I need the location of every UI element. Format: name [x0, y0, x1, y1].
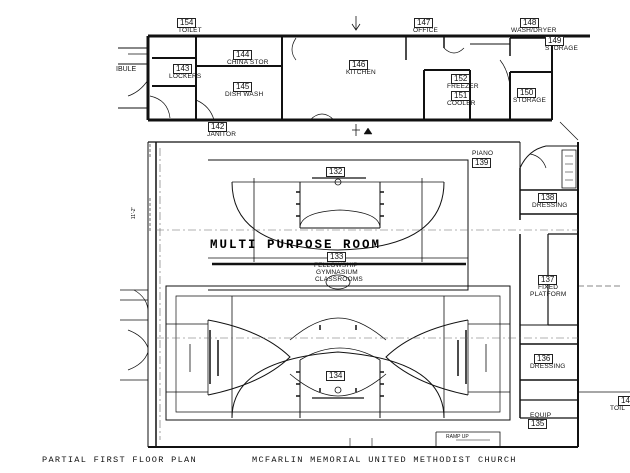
room-14-name: TOIL — [610, 405, 626, 412]
vestibule-label: IBULE — [116, 66, 137, 73]
room-142-name: JANITOR — [207, 131, 237, 138]
room-137-name-line1: FIXED — [538, 284, 559, 291]
room-154-name: TOILET — [178, 27, 202, 34]
room-146-number: 146 — [349, 60, 369, 70]
room-148-name: WASH/DRYER — [511, 27, 557, 34]
room-138-name: DRESSING — [532, 202, 568, 209]
dimension-mark: 11'-2" — [131, 206, 138, 220]
room-144-number: 144 — [233, 50, 253, 60]
room-145-number: 145 — [233, 82, 253, 92]
court-upper-outer — [208, 159, 469, 291]
multi-purpose-room-title: MULTI PURPOSE ROOM — [210, 238, 382, 252]
room-134-number: 134 — [326, 371, 346, 381]
wall-144-146 — [196, 36, 283, 120]
room-154-number: 154 — [177, 18, 197, 28]
room-137-name-line2: PLATFORM — [530, 291, 567, 298]
room-144-name: CHINA STOR — [227, 59, 269, 66]
wall-147 — [405, 36, 445, 60]
dressing-136-box — [520, 343, 578, 381]
room-151-number: 151 — [451, 91, 471, 101]
room-133-name-line1: FELLOWSHIP — [314, 262, 358, 269]
room-138-number: 138 — [538, 193, 558, 203]
room-145-name: DISH WASH — [225, 91, 264, 98]
room-133-name-line2: GYMNASIUM — [316, 269, 358, 276]
room-136-number: 136 — [534, 354, 554, 364]
room-146-name: KITCHEN — [346, 69, 376, 76]
room-147-name: OFFICE — [413, 27, 439, 34]
room-132-number: 132 — [326, 167, 346, 177]
wall-150 — [509, 71, 552, 120]
room-135-number: 135 — [528, 419, 548, 429]
room-142-number: 142 — [208, 122, 228, 132]
room-150-name: STORAGE — [513, 97, 547, 104]
plan-caption-left: PARTIAL FIRST FLOOR PLAN — [42, 455, 197, 465]
room-152-name: FREEZER — [447, 83, 479, 90]
room-133-name-line3: CLASSROOMS — [315, 276, 363, 283]
room-148-number: 148 — [520, 18, 540, 28]
court-lower-outer — [165, 285, 511, 421]
dressing-138-box — [520, 189, 578, 215]
room-133-number: 133 — [327, 252, 347, 262]
room-137-number: 137 — [538, 275, 558, 285]
room-152-number: 152 — [451, 74, 471, 84]
room-135-name: EQUIP — [530, 412, 552, 419]
room-149-name: STORAGE — [545, 45, 579, 52]
room-151-name: COOLER — [447, 100, 476, 107]
room-149-number: 149 — [545, 36, 565, 46]
room-143-name: LOCKERS — [169, 73, 202, 80]
room-139-number: 139 — [472, 158, 492, 168]
equip-135-box — [520, 399, 578, 419]
room-143-number: 143 — [173, 64, 193, 74]
plan-caption-right: MCFARLIN MEMORIAL UNITED METHODIST CHURC… — [252, 455, 517, 465]
room-147-number: 147 — [414, 18, 434, 28]
room-136-name: DRESSING — [530, 363, 566, 370]
wall-154-143 — [152, 36, 197, 120]
room-14-number: 14 — [618, 396, 630, 406]
room-139-name: PIANO — [472, 150, 494, 157]
room-150-number: 150 — [517, 88, 537, 98]
ramp-label: RAMP UP — [446, 434, 469, 440]
